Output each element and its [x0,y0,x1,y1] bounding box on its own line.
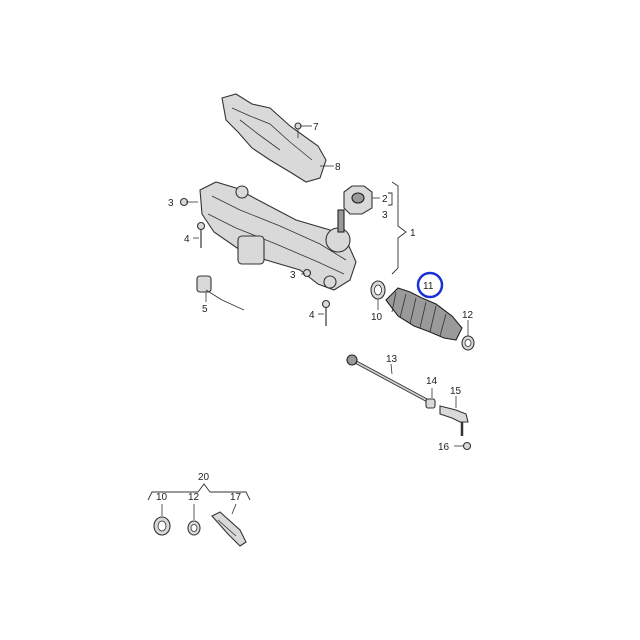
part-bolt-4b [321,299,331,326]
part-bolt-3b [302,268,312,278]
part-heat-shield [221,93,327,183]
callout-16: 16 [438,442,450,453]
bracket-assembly [388,181,407,275]
callout-12: 12 [462,310,474,321]
part-boot [385,287,463,341]
callout-10-kit: 10 [156,492,168,503]
callout-1: 1 [410,228,416,239]
repair-kit-parts [153,511,247,547]
callout-7: 7 [313,122,319,133]
callout-labels: 1 2 3 3 3 4 4 5 7 8 10 11 12 13 14 15 16… [156,122,474,503]
callout-13: 13 [386,354,398,365]
callout-15: 15 [450,386,462,397]
callout-4-mid: 4 [309,310,315,321]
part-mount-bushing [343,185,373,215]
part-clip-12 [461,335,475,351]
leader-lines [186,125,469,447]
part-steering-rack [199,181,357,291]
callout-3-left: 3 [168,198,174,209]
callout-4-left: 4 [184,234,190,245]
callout-3-mid: 3 [290,270,296,281]
part-grease-tube [211,511,247,547]
bracket-repair-kit [147,483,251,520]
part-clip-12b [187,520,201,536]
callout-17: 17 [230,492,242,503]
callout-11: 11 [423,281,434,292]
part-tie-rod [346,354,431,404]
callout-12-kit: 12 [188,492,200,503]
part-ring-10b [153,516,171,536]
part-nut-16 [462,441,472,451]
part-bolt-4a [196,221,206,248]
callout-2: 2 [382,194,388,205]
highlight-circle [416,271,444,299]
callout-8: 8 [335,162,341,173]
part-sensor [196,275,245,311]
callout-5: 5 [202,304,208,315]
part-nut [425,398,436,409]
callout-14: 14 [426,376,438,387]
callout-10: 10 [371,312,383,323]
part-tie-rod-end [439,405,469,436]
callout-3-bracket: 3 [382,210,388,221]
callout-20: 20 [198,472,210,483]
part-ring-10 [370,280,386,300]
